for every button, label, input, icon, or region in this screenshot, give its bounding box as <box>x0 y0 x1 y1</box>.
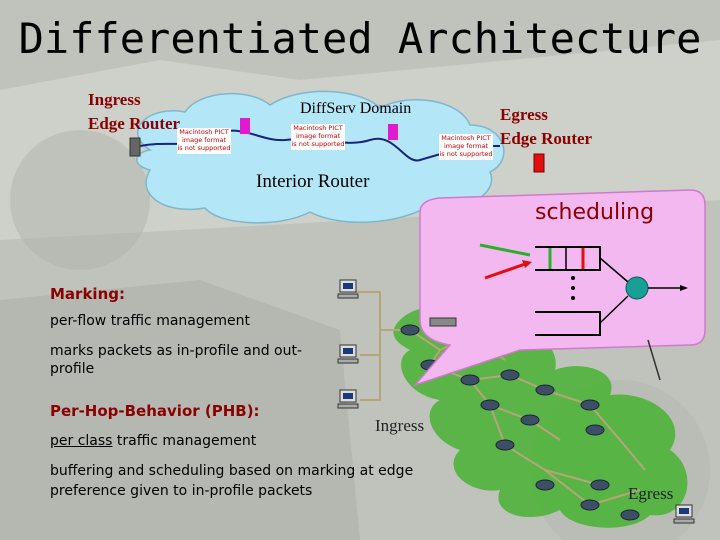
phb-line-1-underlined: per class <box>50 433 113 449</box>
marking-line-2b: profile <box>50 361 95 377</box>
ingress-label: Ingress <box>375 416 425 435</box>
phb-line-1-rest: traffic management <box>112 433 257 449</box>
marking-line-1: per-flow traffic management <box>50 313 250 329</box>
egress-router-icon <box>533 153 545 173</box>
ingress-host-icon <box>129 137 141 157</box>
interior-router-label: Interior Router <box>256 171 370 192</box>
queue-icon <box>429 317 457 327</box>
egress-label: Egress <box>628 484 674 503</box>
egress-edge-router-label: Egress Edge Router <box>500 105 593 148</box>
marking-line-2a: marks packets as in-profile and out- <box>50 343 303 359</box>
phb-line-3: preference given to in-profile packets <box>50 483 313 499</box>
phb-line-2: buffering and scheduling based on markin… <box>50 463 414 479</box>
scheduling-label: scheduling <box>535 200 655 225</box>
ingress-edge-router-label: Ingress Edge Router <box>88 90 181 133</box>
phb-heading: Per-Hop-Behavior (PHB): <box>50 402 260 420</box>
marker-icon <box>388 124 398 140</box>
phb-line-1: per class traffic management <box>50 433 256 449</box>
marker-icon <box>240 118 250 134</box>
router-nodes <box>400 324 640 521</box>
diffserv-domain-label: DiffServ Domain <box>300 100 412 117</box>
marking-heading: Marking: <box>50 285 125 303</box>
host-computer-icons <box>337 279 695 524</box>
page-title: Differentiated Architecture <box>18 14 702 63</box>
